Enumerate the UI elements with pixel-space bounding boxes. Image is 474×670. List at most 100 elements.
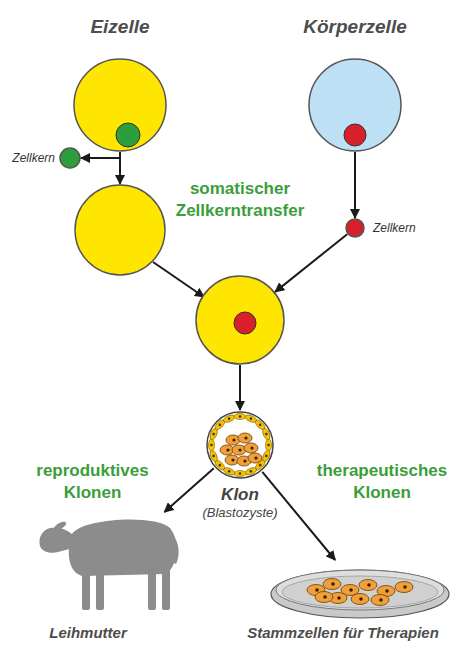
stem-cell xyxy=(351,594,369,605)
cell-body xyxy=(196,276,284,364)
fused-cell: somatischer Zellkerntransfer xyxy=(195,275,285,365)
node-label: Eizelle xyxy=(40,16,200,38)
stem-cell xyxy=(395,582,413,593)
cell-nucleus xyxy=(315,588,319,592)
cell-nucleus xyxy=(116,123,140,147)
blastocyst: Klon(Blastozyste) xyxy=(205,410,275,480)
cell-nucleus xyxy=(267,444,270,447)
cell-nucleus xyxy=(337,596,341,600)
body-cell: Körperzelle xyxy=(308,58,402,152)
cell-nucleus xyxy=(367,583,371,587)
trophoblast-cell xyxy=(234,414,246,420)
sheep-body xyxy=(69,519,177,576)
cell-nucleus xyxy=(403,585,407,589)
cell-nucleus xyxy=(244,436,247,439)
sheep-leg xyxy=(148,568,156,610)
cell-nucleus xyxy=(228,417,231,420)
cell-nucleus xyxy=(250,417,253,420)
cell-nucleus xyxy=(259,424,262,427)
cell-nucleus xyxy=(344,124,366,146)
sheep-tail xyxy=(172,534,179,564)
inner-cell xyxy=(238,433,252,443)
node-label: somatischer Zellkerntransfer xyxy=(150,178,330,222)
egg-cell-shape xyxy=(73,58,167,152)
cell-body xyxy=(346,219,364,237)
trophoblast-cell xyxy=(209,439,215,451)
cell-nucleus xyxy=(238,448,241,451)
trophoblast-cell xyxy=(244,466,257,476)
cell-body xyxy=(60,148,80,168)
dish-medium xyxy=(282,576,438,608)
edge-label: reproduktives Klonen xyxy=(30,460,155,504)
cell-nucleus xyxy=(228,470,231,473)
cell-nucleus xyxy=(250,470,253,473)
stem-cell xyxy=(323,579,341,590)
blastocyst-shape xyxy=(205,410,275,480)
connector-arrow xyxy=(354,152,356,218)
cell-nucleus xyxy=(349,588,353,592)
surrogate-sheep: Leihmutter xyxy=(38,512,178,612)
cell-nucleus xyxy=(250,446,253,449)
cell-nucleus xyxy=(379,598,383,602)
edge-label: therapeutisches Klonen xyxy=(312,460,452,504)
flow-arrow xyxy=(153,262,204,297)
connector-arrow xyxy=(275,234,347,292)
fused-cell-shape xyxy=(195,275,285,365)
trophoblast-cell xyxy=(266,439,272,451)
cell-nucleus xyxy=(265,433,268,436)
node-label: Körperzelle xyxy=(275,16,435,38)
cell-nucleus xyxy=(226,448,229,451)
cell-nucleus xyxy=(234,312,256,334)
sheep-head xyxy=(39,527,78,552)
sheep-ear xyxy=(52,520,67,532)
node-label: Leihmutter xyxy=(18,624,158,642)
cell-nucleus xyxy=(265,455,268,458)
blastocyst-outline xyxy=(207,412,273,478)
sheep-leg xyxy=(96,568,104,610)
cell-nucleus xyxy=(254,456,257,459)
stem-cell xyxy=(315,592,333,603)
cell-nucleus xyxy=(219,464,222,467)
trophoblast-cell xyxy=(234,471,246,477)
nucleus-circle-shape xyxy=(345,218,365,238)
cell-nucleus xyxy=(385,589,389,593)
inner-cell xyxy=(244,443,258,453)
node-label: Stammzellen für Therapien xyxy=(228,624,458,642)
dish-rim xyxy=(276,570,444,610)
inner-cell xyxy=(248,453,262,463)
cell-nucleus xyxy=(239,472,242,475)
enucleated-egg xyxy=(75,185,165,275)
connector-arrow xyxy=(164,468,213,512)
cell-body xyxy=(74,59,166,151)
cell-nucleus xyxy=(239,415,242,418)
trophoblast-cell xyxy=(222,414,235,424)
cell-nucleus xyxy=(243,459,246,462)
stem-cell xyxy=(371,595,389,606)
cell-nucleus xyxy=(359,597,363,601)
surrogate-sheep-shape xyxy=(38,512,178,612)
node-label: Zellkern xyxy=(12,151,55,165)
cell-nucleus xyxy=(259,464,262,467)
cell-nucleus xyxy=(231,458,234,461)
body-cell-shape xyxy=(308,58,402,152)
trophoblast-cell xyxy=(261,427,271,440)
nucleus-circle-shape xyxy=(59,147,81,169)
cell-nucleus xyxy=(212,433,215,436)
cell-nucleus xyxy=(232,438,235,441)
cell-nucleus xyxy=(210,444,213,447)
cell-nucleus xyxy=(219,424,222,427)
flow-arrow xyxy=(119,152,121,184)
sheep-leg xyxy=(82,568,90,610)
trophoblast-cell xyxy=(209,449,219,462)
cell-nucleus xyxy=(323,595,327,599)
stem-cell xyxy=(359,580,377,591)
petri-dish-shape xyxy=(268,560,452,620)
nucleus-circle: Zellkern xyxy=(59,147,81,169)
cell-body xyxy=(309,59,401,151)
connector-arrow xyxy=(81,152,120,158)
nucleus-circle: Zellkern xyxy=(345,218,365,238)
node-sublabel: (Blastozyste) xyxy=(180,505,300,521)
cell-nucleus xyxy=(331,582,335,586)
